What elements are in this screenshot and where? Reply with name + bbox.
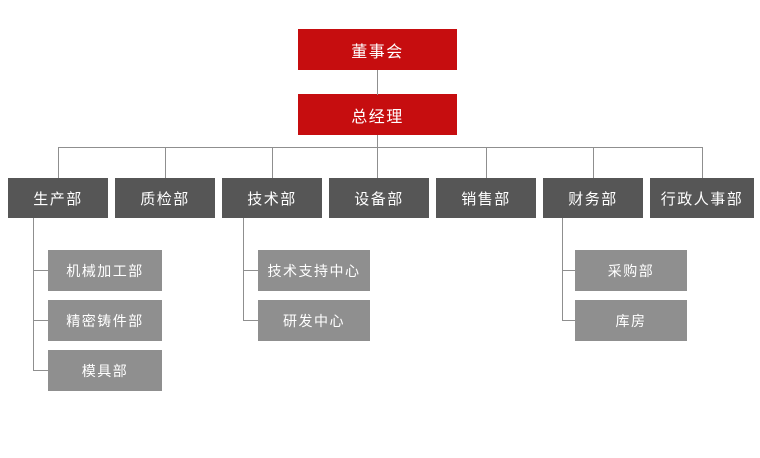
org-node-admin-hr: 行政人事部 bbox=[650, 178, 754, 218]
org-node-quality-inspection: 质检部 bbox=[115, 178, 215, 218]
org-node-machining: 机械加工部 bbox=[48, 250, 162, 291]
connector-finance-spine bbox=[562, 218, 563, 321]
org-node-sales: 销售部 bbox=[436, 178, 536, 218]
connector-production-spine bbox=[33, 218, 34, 371]
connector-department-bus bbox=[58, 147, 703, 148]
connector-drop-finance bbox=[593, 147, 594, 178]
connector-gm-to-equipment bbox=[377, 135, 378, 178]
connector-branch-purchasing bbox=[562, 270, 575, 271]
connector-branch-mold bbox=[33, 370, 48, 371]
connector-technology-spine bbox=[243, 218, 244, 321]
org-node-equipment: 设备部 bbox=[329, 178, 429, 218]
connector-branch-casting bbox=[33, 320, 48, 321]
org-node-production: 生产部 bbox=[8, 178, 108, 218]
org-node-warehouse: 库房 bbox=[575, 300, 687, 341]
org-node-finance: 财务部 bbox=[543, 178, 643, 218]
connector-board-to-gm bbox=[377, 70, 378, 95]
connector-drop-admin-hr bbox=[702, 147, 703, 178]
org-node-rd-center: 研发中心 bbox=[258, 300, 370, 341]
org-node-board: 董事会 bbox=[298, 29, 457, 70]
org-node-general-manager: 总经理 bbox=[298, 94, 457, 135]
org-node-purchasing: 采购部 bbox=[575, 250, 687, 291]
org-node-precision-casting: 精密铸件部 bbox=[48, 300, 162, 341]
org-node-technology: 技术部 bbox=[222, 178, 322, 218]
connector-drop-production bbox=[58, 147, 59, 178]
connector-branch-support bbox=[243, 270, 258, 271]
connector-branch-warehouse bbox=[562, 320, 575, 321]
org-node-tech-support-center: 技术支持中心 bbox=[258, 250, 370, 291]
connector-branch-rd bbox=[243, 320, 258, 321]
connector-drop-quality bbox=[165, 147, 166, 178]
connector-branch-machining bbox=[33, 270, 48, 271]
org-node-mold: 模具部 bbox=[48, 350, 162, 391]
connector-drop-technology bbox=[272, 147, 273, 178]
connector-drop-sales bbox=[486, 147, 487, 178]
